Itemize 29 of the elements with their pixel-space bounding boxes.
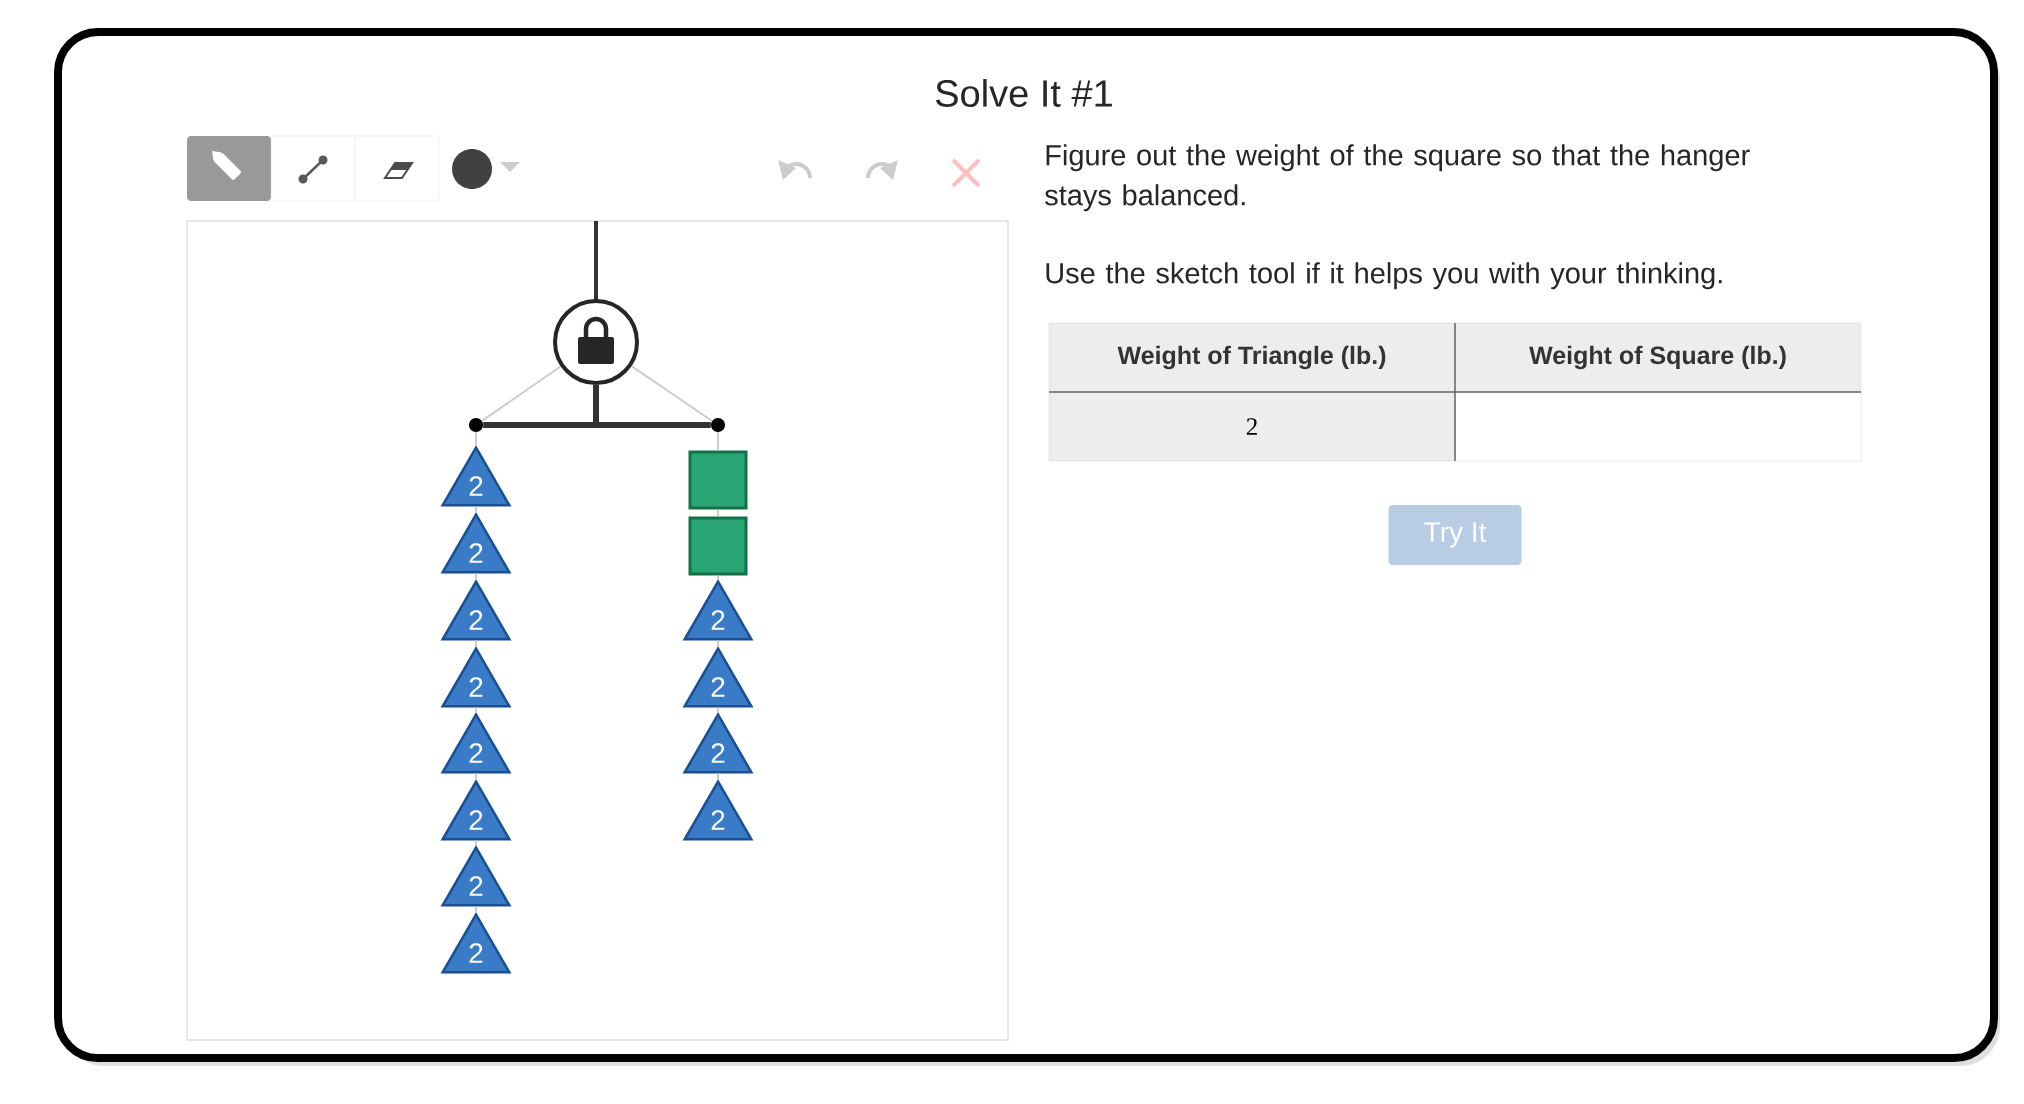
string: [475, 431, 477, 446]
string: [717, 508, 719, 518]
string: [717, 706, 719, 713]
hanger-joint: [711, 418, 725, 432]
string: [717, 639, 719, 647]
string: [480, 365, 562, 422]
string: [717, 574, 719, 580]
hanger-joint: [469, 418, 483, 432]
square-weight: [688, 450, 748, 510]
string: [475, 839, 477, 846]
string: [475, 706, 477, 713]
string: [475, 572, 477, 580]
string: [475, 905, 477, 913]
string: [475, 639, 477, 647]
instruction-text: Figure out the weight of the square so that the hanger stays balanced.: [1045, 144, 1750, 212]
square-weight: [688, 516, 748, 576]
table-cell: 2: [1048, 391, 1456, 462]
string: [717, 772, 719, 780]
string: [717, 431, 719, 452]
instruction-text: Use the sketch tool if it helps you with your thinking.: [1046, 262, 1722, 290]
string: [475, 505, 477, 513]
string: [475, 772, 477, 780]
hanger-stem: [593, 385, 599, 425]
hanger-bar: [483, 422, 711, 428]
table-header-cell: Weight of Triangle (lb.): [1048, 322, 1456, 393]
string: [630, 365, 714, 422]
title: Solve It #1: [935, 79, 1112, 107]
table-header-cell: Weight of Square (lb.): [1454, 322, 1862, 393]
try-it-button: Try It: [1388, 505, 1522, 565]
